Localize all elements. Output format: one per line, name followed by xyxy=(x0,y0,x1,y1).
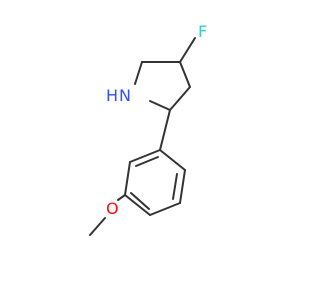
bond-ar3-ar4 xyxy=(149,202,181,216)
bond-ar1-ar2 xyxy=(159,149,186,171)
bond-inner-1 xyxy=(172,173,178,200)
bond-c4-f xyxy=(179,37,196,63)
background xyxy=(0,0,300,300)
bond-o-methyl xyxy=(89,217,106,236)
structure-canvas: F H N O xyxy=(0,0,300,300)
bond-inner-3 xyxy=(135,156,159,167)
bond-c5-n1 xyxy=(134,61,143,85)
fluorine-label: F xyxy=(198,22,207,41)
oxygen-label: O xyxy=(106,199,119,218)
bond-ar2-ar3 xyxy=(179,169,186,204)
bond-c2-c3 xyxy=(169,86,191,111)
bond-ar4-ar5 xyxy=(124,194,151,216)
amine-n-label: N xyxy=(119,86,131,105)
amine-h-label: H xyxy=(106,86,118,105)
bond-n1-c2 xyxy=(149,100,171,111)
bond-ar5-ar6 xyxy=(124,161,131,196)
bond-ar5-o xyxy=(117,194,126,201)
bond-ar6-ar1 xyxy=(129,149,161,163)
bond-c2-aryl xyxy=(159,109,171,151)
bond-c3-c4 xyxy=(179,61,191,88)
bond-inner-2 xyxy=(130,192,150,210)
molecule-diagram: F H N O xyxy=(0,0,300,300)
